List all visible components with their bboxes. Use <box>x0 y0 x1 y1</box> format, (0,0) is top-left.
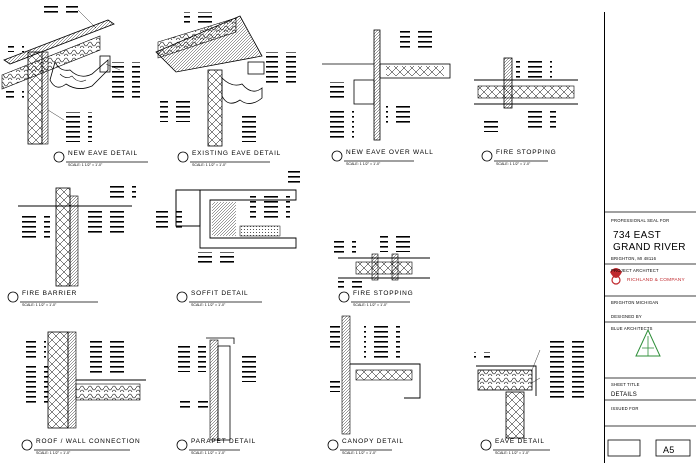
detail-title: SOFFIT DETAIL <box>191 290 249 297</box>
detail-eave-over-wall <box>322 28 451 141</box>
detail-parapet <box>178 337 260 441</box>
detail-title: NEW EAVE DETAIL <box>68 150 138 157</box>
sheet-title-label: SHEET TITLE <box>611 382 640 387</box>
title-block: PROFESSIONAL SEAL FOR 734 EAST GRAND RIV… <box>604 12 697 463</box>
detail-title: CANOPY DETAIL <box>342 438 404 445</box>
detail-scale: SCALE: 1 1/2" = 1'-0" <box>495 451 530 455</box>
detail-title: ROOF / WALL CONNECTION <box>36 438 141 445</box>
detail-scale: SCALE: 1 1/2" = 1'-0" <box>192 163 227 167</box>
detail-scale: SCALE: 1 1/2" = 1'-0" <box>353 303 388 307</box>
detail-existing-eave <box>155 12 296 147</box>
detail-title: PARAPET DETAIL <box>191 438 257 445</box>
architect-address: BRIGHTON MICHIGAN <box>611 300 659 305</box>
sheet-number: A5 <box>663 445 675 455</box>
detail-canopy <box>324 315 421 435</box>
detail-scale: SCALE: 1 1/2" = 1'-0" <box>191 303 226 307</box>
detail-eave <box>474 340 584 439</box>
detail-title: EAVE DETAIL <box>495 438 545 445</box>
architect-logo <box>610 268 622 285</box>
detail-scale: SCALE: 1 1/2" = 1'-0" <box>191 451 226 455</box>
detail-fire-barrier <box>18 186 136 287</box>
project-city: BRIGHTON, MI 48116 <box>611 256 657 261</box>
sheet-title: DETAILS <box>611 392 637 398</box>
detail-scale: SCALE: 1 1/2" = 1'-0" <box>36 451 71 455</box>
issued-for-label: ISSUED FOR <box>611 406 639 411</box>
project-name-line-1: 734 EAST <box>613 230 661 241</box>
detail-title: FIRE STOPPING <box>353 290 414 297</box>
detail-soffit <box>156 170 306 266</box>
detail-callouts <box>7 150 550 451</box>
designer-name: BLUE ARCHITECTS <box>611 326 653 331</box>
detail-scale: SCALE: 1 1/2" = 1'-0" <box>68 163 103 167</box>
designer-label: DESIGNED BY <box>611 314 642 319</box>
detail-scale: SCALE: 1 1/2" = 1'-0" <box>346 162 381 166</box>
project-label: PROFESSIONAL SEAL FOR <box>611 218 670 223</box>
detail-new-eave <box>1 4 140 145</box>
detail-scale: SCALE: 1 1/2" = 1'-0" <box>496 162 531 166</box>
titleblock-grid <box>604 211 696 457</box>
detail-title: NEW EAVE OVER WALL <box>346 149 434 156</box>
detail-scale: SCALE: 1 1/2" = 1'-0" <box>22 303 57 307</box>
detail-fire-stopping-1 <box>474 57 578 132</box>
detail-fire-stopping-2 <box>334 236 430 290</box>
detail-title: FIRE STOPPING <box>496 149 557 156</box>
detail-scale: SCALE: 1 1/2" = 1'-0" <box>342 451 377 455</box>
detail-title: FIRE BARRIER <box>22 290 78 297</box>
architect-label: PROJECT ARCHITECT <box>611 268 659 273</box>
architect-name: RICHLAND & COMPANY <box>627 278 685 283</box>
detail-title: EXISTING EAVE DETAIL <box>192 150 282 157</box>
detail-roof-wall <box>26 331 146 429</box>
designer-logo <box>635 328 661 357</box>
project-name-line-2: GRAND RIVER <box>613 242 686 253</box>
